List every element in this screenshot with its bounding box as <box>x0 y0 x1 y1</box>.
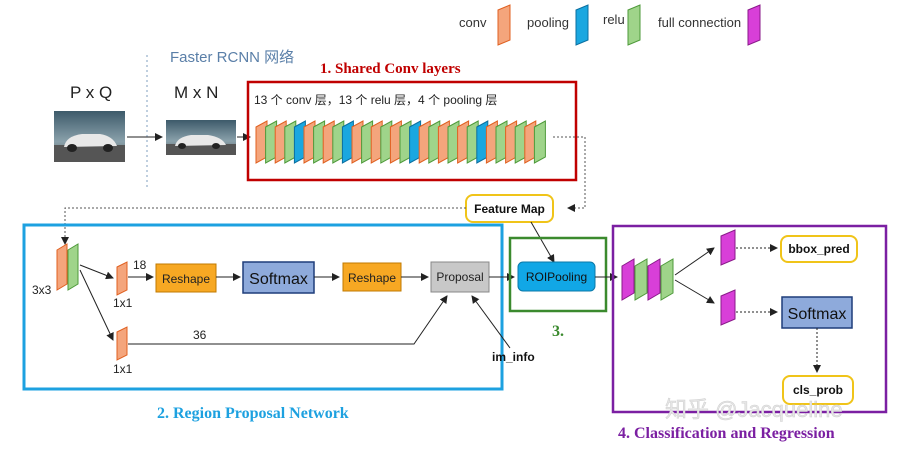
proposal-box <box>430 261 490 293</box>
watermark: 知乎 @Jacqueline <box>665 397 843 422</box>
roi-box <box>508 236 608 313</box>
im-info-label: im_info <box>492 350 535 364</box>
arrow-to-cls-fc <box>674 279 715 304</box>
arrow-to-roipool <box>530 221 555 263</box>
relu-layer-2 <box>660 258 674 301</box>
arrow-to-rpn <box>61 207 466 245</box>
cls-fc-layer <box>720 289 736 326</box>
reshape1-box <box>155 263 217 293</box>
rpn-conv1x1-cls <box>116 261 128 296</box>
k3-label: 3x3 <box>32 283 52 297</box>
relu-layer <box>533 120 546 164</box>
legend-conv-swatch <box>497 4 511 46</box>
conv-layer-stack <box>255 120 546 164</box>
reshape2-label: Reshape <box>348 271 396 285</box>
arrow-iminfo-to-proposal <box>471 295 511 349</box>
bbox-pred-box <box>780 235 858 263</box>
arrow-to-1x1b <box>79 269 114 341</box>
fc-layer-2 <box>647 258 661 301</box>
legend: conv pooling relu full connection <box>459 4 761 46</box>
legend-conv-label: conv <box>459 15 487 30</box>
k1b-label: 1x1 <box>113 362 133 376</box>
pxq-label: P x Q <box>70 83 112 102</box>
arrow-to-feature-map <box>553 136 586 212</box>
legend-relu-label: relu <box>603 12 625 27</box>
k1a-label: 1x1 <box>113 296 133 310</box>
n18-label: 18 <box>133 258 147 272</box>
rpn-conv3x3 <box>56 243 68 291</box>
legend-fc-swatch <box>747 4 761 46</box>
cls-softmax-label: Softmax <box>788 306 847 323</box>
shared-conv-box <box>246 80 578 182</box>
rpn-softmax-box <box>242 261 315 294</box>
proposal-label: Proposal <box>436 270 483 284</box>
roi-pooling-label: ROIPooling <box>526 270 587 284</box>
relu-layer-1 <box>634 258 648 301</box>
cls-box <box>611 224 888 414</box>
reshape1-label: Reshape <box>162 272 210 286</box>
legend-pooling-swatch <box>575 4 589 46</box>
cls-prob-box <box>782 375 854 405</box>
arrow-to-bbox-fc <box>674 247 715 276</box>
legend-pooling-label: pooling <box>527 15 569 30</box>
rpn-softmax-label: Softmax <box>249 271 308 288</box>
faster-rcnn-title: Faster RCNN 网络 <box>170 49 294 66</box>
shared-conv-desc: 13 个 conv 层，13 个 relu 层，4 个 pooling 层 <box>254 93 497 107</box>
bbox-pred-label: bbox_pred <box>788 242 849 256</box>
rpn-conv1x1-reg <box>116 326 128 361</box>
resized-image-mxn <box>166 120 236 155</box>
legend-relu-swatch <box>627 4 641 46</box>
shared-conv-title: 1. Shared Conv layers <box>320 61 461 77</box>
rpn-relu <box>67 243 79 291</box>
fc-layer-1 <box>621 258 635 301</box>
roi-title: 3. <box>552 323 564 340</box>
reshape2-box <box>342 262 402 292</box>
arrow-bbox-to-proposal <box>128 295 448 345</box>
mxn-label: M x N <box>174 83 218 102</box>
n36-label: 36 <box>193 328 207 342</box>
rpn-box <box>22 223 504 391</box>
legend-fc-label: full connection <box>658 15 741 30</box>
cls-prob-label: cls_prob <box>793 383 843 397</box>
arrow-to-1x1a <box>79 264 114 280</box>
feature-map-label: Feature Map <box>474 202 545 216</box>
rpn-title: 2. Region Proposal Network <box>157 405 349 422</box>
input-image-pxq <box>54 111 125 162</box>
cls-title: 4. Classification and Regression <box>618 425 835 442</box>
bbox-fc-layer <box>720 229 736 266</box>
